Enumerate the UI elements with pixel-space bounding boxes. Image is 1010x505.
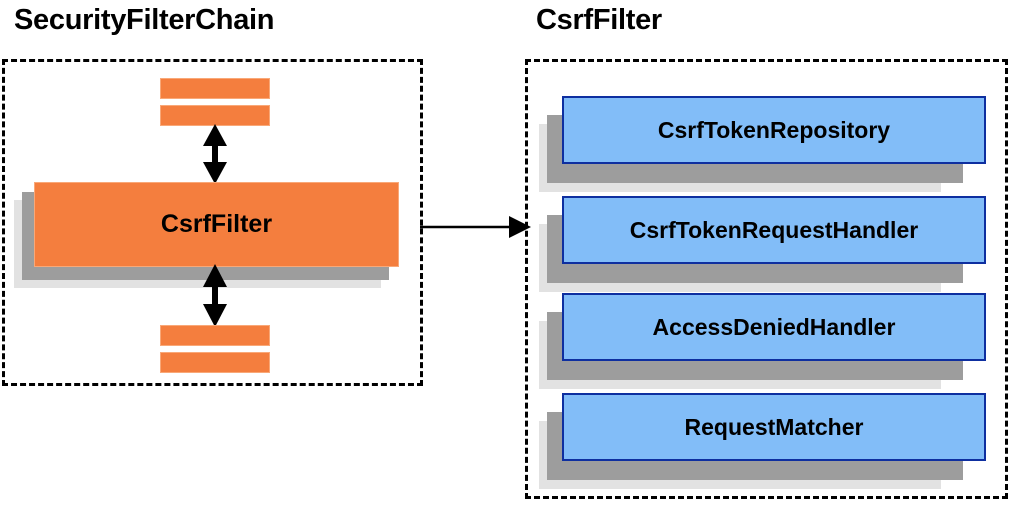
node-csrffilter: CsrfFilter (14, 182, 404, 288)
double-headed-arrow-up (203, 124, 227, 184)
node-label: CsrfTokenRepository (562, 96, 986, 164)
filter-bar-top-1 (160, 78, 270, 99)
node-request-matcher: RequestMatcher (539, 393, 987, 489)
page-title-security-filter-chain: SecurityFilterChain (14, 4, 275, 36)
page-title-csrf-filter: CsrfFilter (536, 4, 662, 36)
node-csrf-token-repository: CsrfTokenRepository (539, 96, 987, 192)
filter-bar-bottom-1 (160, 325, 270, 346)
node-label: CsrfTokenRequestHandler (562, 196, 986, 264)
node-label: AccessDeniedHandler (562, 293, 986, 361)
node-label: RequestMatcher (562, 393, 986, 461)
group-box-security-filter-chain (2, 59, 423, 386)
node-csrf-token-request-handler: CsrfTokenRequestHandler (539, 196, 987, 292)
node-access-denied-handler: AccessDeniedHandler (539, 293, 987, 389)
filter-bar-bottom-2 (160, 352, 270, 373)
double-headed-arrow-down (203, 264, 227, 327)
group-box-csrf-filter-details (525, 59, 1008, 499)
node-csrffilter-label: CsrfFilter (34, 182, 399, 267)
filter-bar-top-2 (160, 105, 270, 126)
csrffilter-to-detail-arrow (420, 216, 531, 238)
